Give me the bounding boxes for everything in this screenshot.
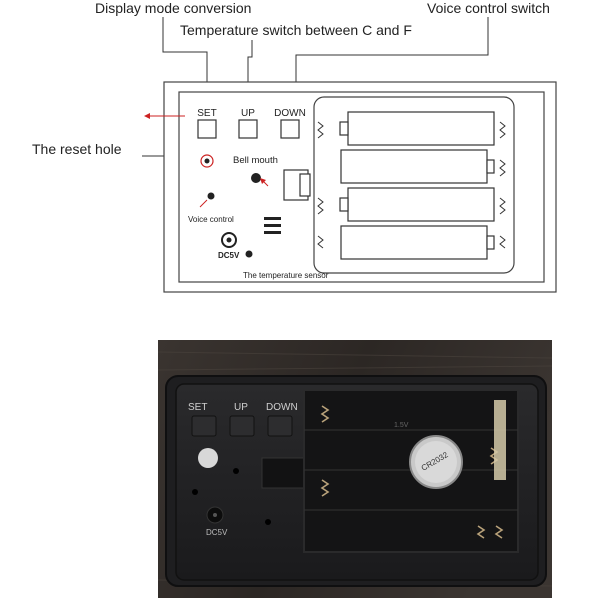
down-button-drawing: [280, 119, 300, 139]
battery-slot-label: 1.5V: [394, 422, 409, 429]
voice-control-label: Voice control: [188, 215, 234, 224]
photo-down-label: DOWN: [266, 402, 298, 413]
photo-up-label: UP: [234, 402, 248, 413]
temperature-switch-callout: Temperature switch between C and F: [180, 22, 412, 38]
diagram-set-label: SET: [197, 108, 217, 119]
device-back-diagram: [142, 17, 557, 293]
temp-sensor-label: The temperature sensor: [243, 271, 329, 280]
photo-dc5v-label: DC5V: [206, 528, 228, 537]
photo-set-label: SET: [188, 402, 208, 413]
voice-switch-callout: Voice control switch: [427, 0, 550, 16]
diagram-down-label: DOWN: [274, 108, 306, 119]
up-button-drawing: [238, 119, 258, 139]
temp-sensor-hole: [245, 250, 253, 258]
bell-mouth-drawing: [251, 173, 261, 183]
bell-mouth-label: Bell mouth: [233, 155, 278, 166]
reset-hole-callout: The reset hole: [32, 141, 122, 157]
display-mode-callout: Display mode conversion: [95, 0, 252, 16]
diagram-up-label: UP: [241, 108, 255, 119]
device-photo-illustration: [157, 340, 553, 598]
set-button-drawing: [197, 119, 217, 139]
dc5v-label: DC5V: [218, 251, 240, 260]
voice-control-hole: [207, 192, 215, 200]
device-photo: SET UP DOWN DC5V CR2032 1.5V: [157, 340, 553, 598]
